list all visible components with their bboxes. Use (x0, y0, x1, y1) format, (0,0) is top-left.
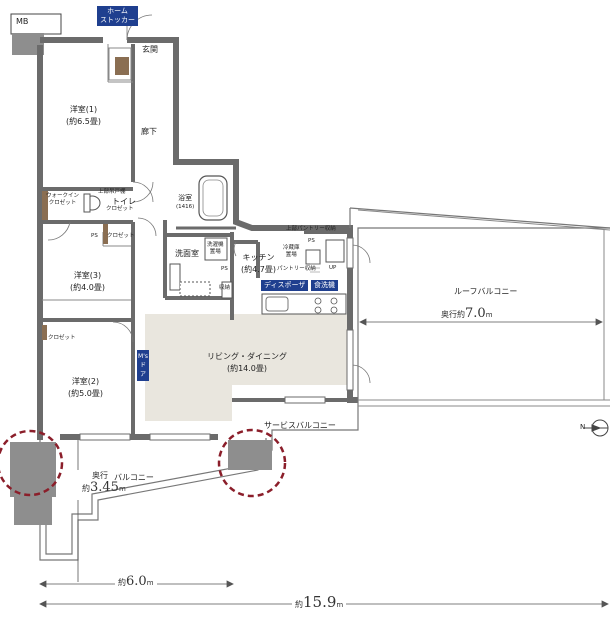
washer-space-label: 洗濯機 置場 (207, 242, 224, 255)
washroom-label: 洗面室 (175, 249, 199, 258)
pantry-label: パントリー収納 (277, 266, 316, 272)
home-stocker-badge: ホーム ストッカー (97, 6, 138, 26)
balcony-depth-dimension: 約3.45m (82, 480, 126, 495)
vanity (169, 263, 181, 291)
upper-cabinet-label: 上部吊戸棚 (98, 189, 126, 195)
kitchen-label: キッチン (約4.7畳) (241, 253, 276, 274)
upper-pantry-label: 上部パントリー収納 (286, 226, 336, 232)
fridge-label: 冷蔵庫 置場 (283, 245, 300, 258)
hallway-label: 廊下 (141, 127, 157, 136)
column-highlight-left (0, 429, 64, 497)
western3-label: 洋室(3) (約4.0畳) (70, 271, 105, 292)
ps-b-label: PS (221, 266, 228, 272)
compass-label: N (580, 423, 586, 431)
ps-c-label: PS (308, 238, 315, 244)
bathroom-label: 浴室 (1416) (176, 194, 195, 210)
ps-a-label: PS (91, 233, 98, 239)
closet-fills (42, 57, 129, 340)
stove (314, 297, 338, 314)
washer (204, 237, 228, 261)
compass-icon (584, 419, 609, 437)
roof-balcony-label: ルーフバルコニー (454, 287, 518, 296)
roof-balcony-outline (357, 209, 610, 407)
width-a-dimension: 約6.0m (115, 574, 157, 589)
disposer-badge: ディスポーザ (261, 280, 309, 291)
closet-western2-label: クロゼット (48, 335, 76, 341)
western2-label: 洋室(2) (約5.0畳) (68, 377, 103, 398)
balcony-depth-label: 奥行 (92, 471, 108, 480)
toilet-label: トイレ (112, 197, 136, 206)
living-label: リビング・ダイニング (約14.0畳) (207, 352, 287, 373)
up-label: UP (329, 265, 337, 271)
width-b-dimension: 約15.9m (292, 593, 347, 611)
inner-walls (40, 44, 350, 437)
dishwasher-badge: 食洗機 (311, 280, 338, 291)
storage-label: 収納 (219, 285, 231, 291)
column-mid (228, 440, 272, 470)
ms-door-badge: M's ドア (137, 350, 149, 381)
thin-walls (42, 44, 133, 301)
mb-label: MB (16, 17, 29, 26)
closet-b-label: クロゼット (106, 206, 134, 212)
column-highlight-mid (217, 428, 287, 498)
entrance-label: 玄関 (142, 45, 158, 54)
balcony-label: バルコニー (114, 473, 154, 482)
bathtub (198, 175, 228, 221)
living-floor (145, 314, 350, 421)
kitchen-steps (310, 263, 320, 273)
roof-depth-dimension: 奥行約7.0m (441, 306, 493, 321)
western1-label: 洋室(1) (約6.5畳) (66, 105, 101, 126)
service-balcony-label: サービスバルコニー (264, 421, 336, 430)
walkin-closet-label: ウォークイン クロゼット (46, 193, 80, 206)
column-left (10, 442, 56, 497)
windows (79, 237, 354, 441)
closet-a-label: クロゼット (107, 233, 135, 239)
